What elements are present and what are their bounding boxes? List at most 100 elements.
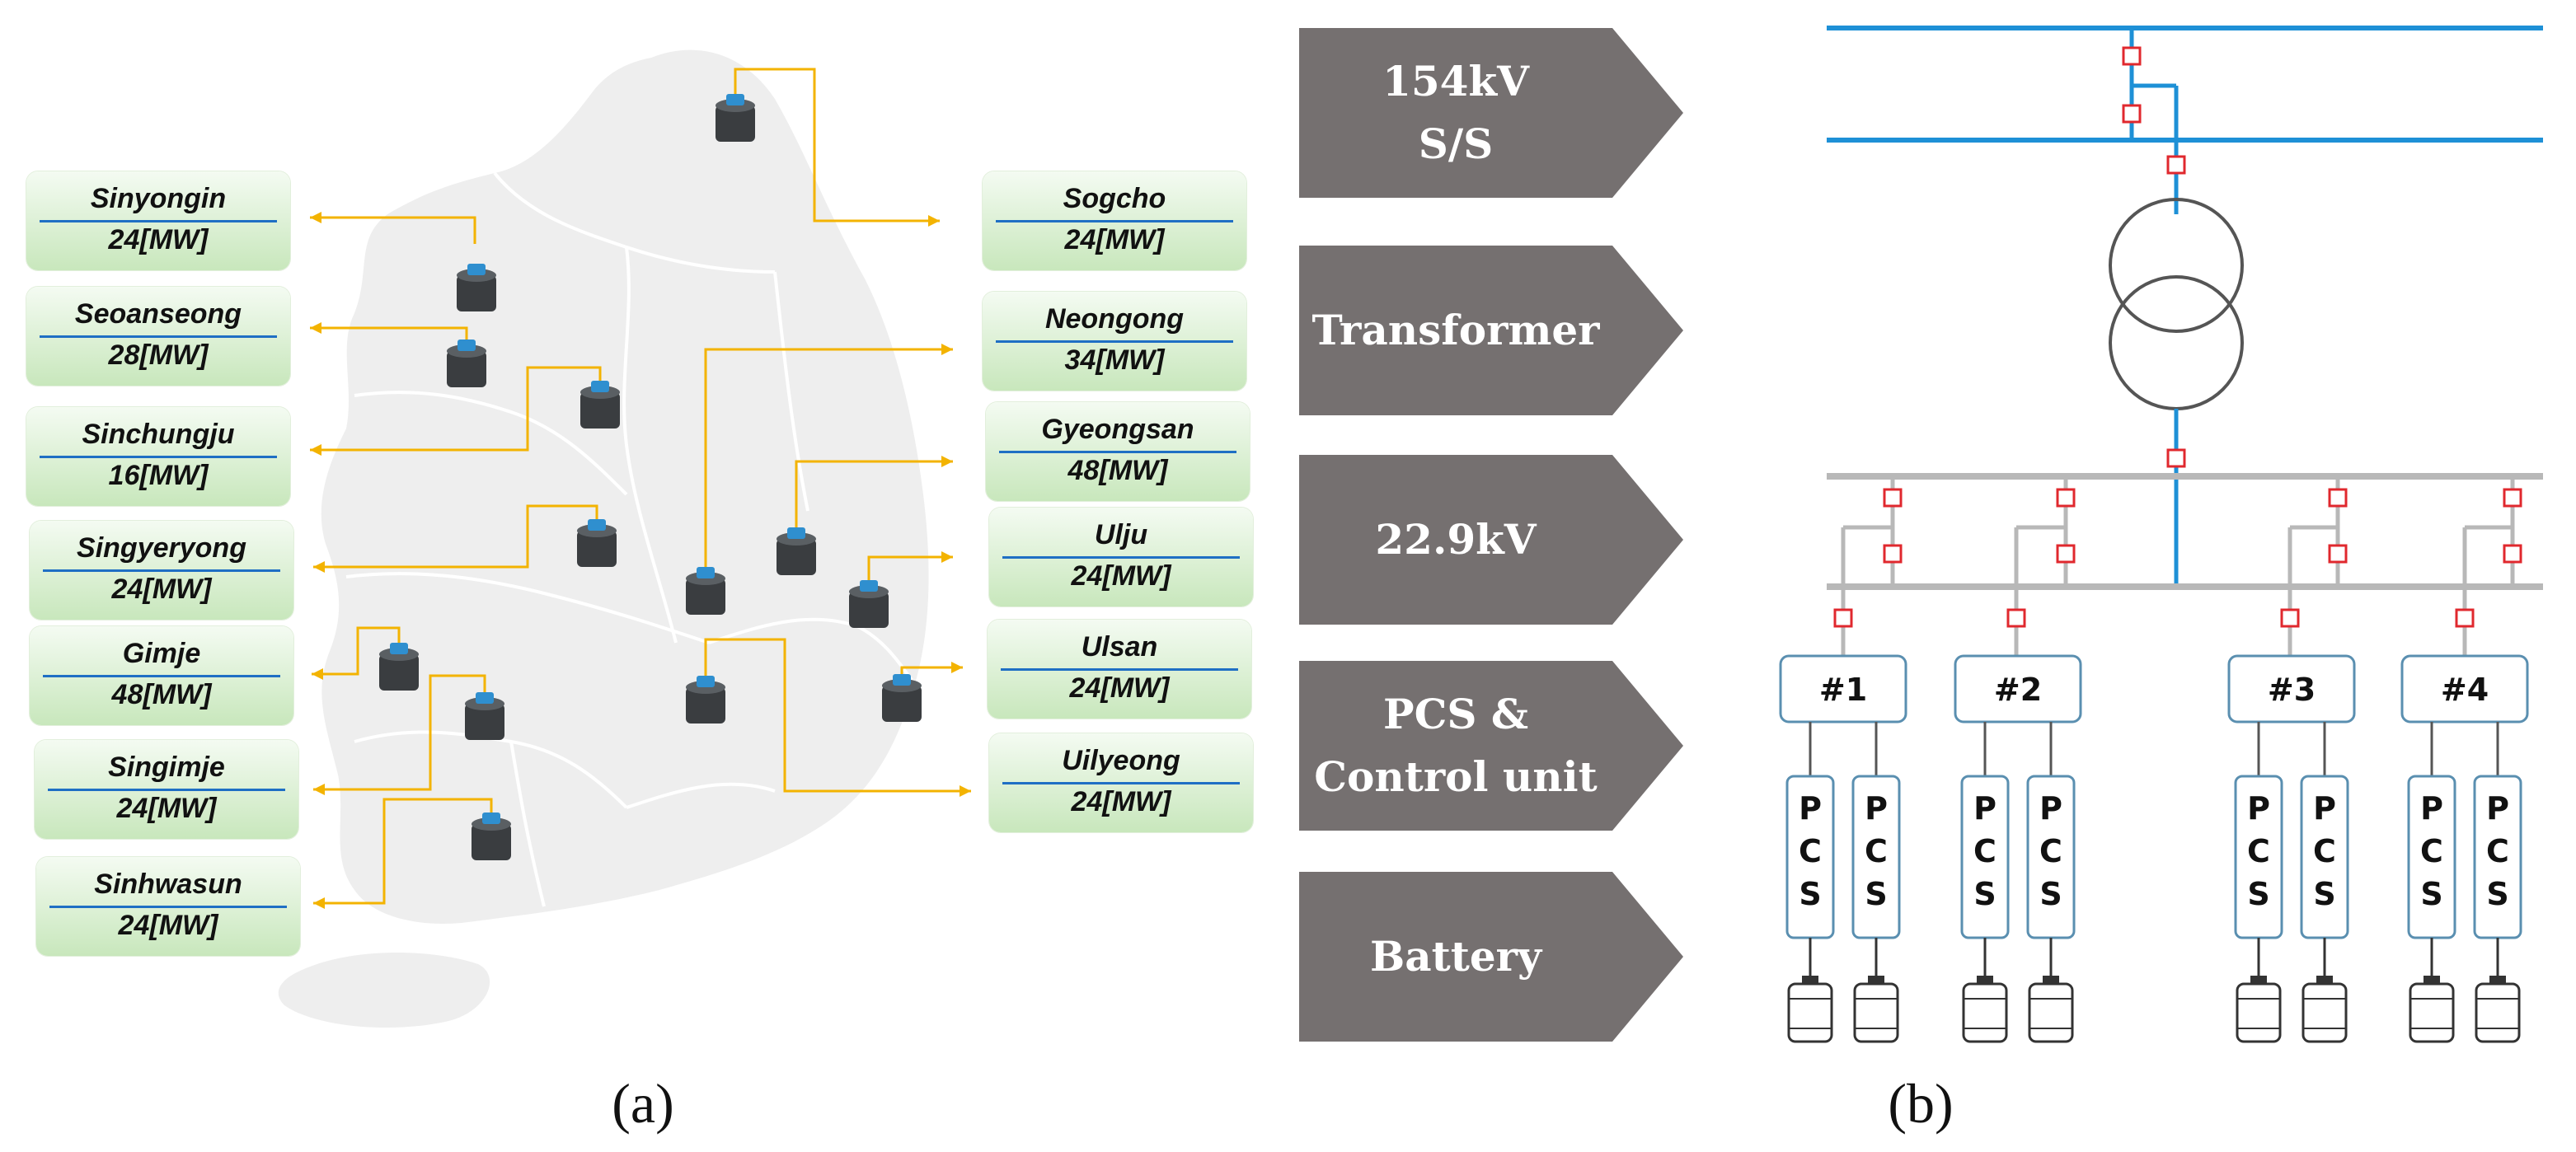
stage-arrow	[1299, 246, 1683, 415]
battery-icon	[882, 674, 922, 722]
battery-icon	[849, 580, 889, 628]
breaker-icon	[2056, 488, 2076, 508]
pcs-block: PCS	[2026, 775, 2076, 939]
pcs-letter: P	[2420, 790, 2443, 827]
battery-cell-icon	[1787, 976, 1833, 1043]
site-divider	[40, 456, 277, 458]
leader-line	[312, 626, 401, 680]
breaker-icon	[2056, 544, 2076, 564]
panel-label-a: (a)	[612, 1072, 674, 1135]
site-name: Neongong	[1044, 303, 1185, 335]
battery-icon	[379, 643, 419, 691]
pcs-block: PCS	[2473, 775, 2522, 939]
site-name: Singyeryong	[77, 532, 246, 564]
battery-icon	[777, 527, 816, 575]
battery-icon	[686, 567, 725, 615]
site-name: Ulsan	[1081, 631, 1158, 663]
unit-label: #1	[1819, 672, 1867, 708]
site-name: Sinchungju	[82, 419, 235, 450]
stage-arrow	[1299, 28, 1683, 198]
site-divider	[40, 335, 277, 338]
site-name: Uilyeong	[1062, 745, 1180, 776]
site-divider	[996, 340, 1233, 343]
leader-lines	[310, 68, 971, 909]
stage-arrow	[1299, 661, 1683, 831]
pcs-letter: S	[2247, 876, 2269, 912]
battery-cell-icon	[2236, 976, 2282, 1043]
site-capacity: 48[MW]	[1067, 455, 1168, 486]
site-box-seoanseong: Seoanseong 28[MW]	[26, 287, 290, 386]
pcs-letter: S	[1799, 876, 1821, 912]
control-unit-2: #2	[1954, 654, 2082, 724]
site-divider	[49, 906, 287, 908]
battery-cell-icon	[1962, 976, 2008, 1043]
site-name: Ulju	[1094, 519, 1148, 550]
pcs-letter: C	[1973, 833, 1997, 869]
pcs-letter: C	[1799, 833, 1822, 869]
site-divider	[40, 220, 277, 222]
site-divider	[43, 675, 280, 677]
site-box-singyeryong: Singyeryong 24[MW]	[30, 521, 293, 620]
pcs-letter: P	[1973, 790, 1997, 827]
battery-icon	[472, 812, 511, 860]
site-capacity: 24[MW]	[1064, 224, 1165, 255]
pcs-letter: P	[2313, 790, 2336, 827]
site-name: Singimje	[108, 752, 225, 783]
site-capacity: 28[MW]	[108, 340, 209, 371]
unit-label: #4	[2441, 672, 2489, 708]
stage-arrow	[1299, 872, 1683, 1042]
map-island	[278, 953, 490, 1028]
pcs-letter: S	[2486, 876, 2508, 912]
battery-cell-icon	[2475, 976, 2521, 1043]
stage-arrows	[1299, 28, 1683, 1042]
battery-cell-icon	[2302, 976, 2348, 1043]
leader-line	[313, 504, 598, 573]
pcs-letter: P	[1865, 790, 1888, 827]
site-box-neongong: Neongong 34[MW]	[983, 292, 1246, 391]
pcs-letter: P	[1799, 790, 1822, 827]
control-unit-1: #1	[1779, 654, 1907, 724]
stage-arrow	[1299, 455, 1683, 625]
unit-label: #2	[1994, 672, 2042, 708]
site-divider	[1001, 668, 1238, 671]
battery-icon	[686, 676, 725, 724]
site-capacity: 34[MW]	[1064, 344, 1165, 376]
breaker-icon	[1833, 608, 1853, 628]
breaker-icon	[2328, 544, 2348, 564]
panel-label-b: (b)	[1888, 1072, 1954, 1135]
battery-markers	[379, 94, 922, 860]
pcs-letter: S	[2420, 876, 2442, 912]
site-capacity: 24[MW]	[1069, 672, 1170, 704]
site-name: Seoanseong	[74, 298, 242, 330]
battery-icon	[465, 692, 504, 740]
province-borders	[345, 171, 917, 907]
battery-cell-icon	[2028, 976, 2074, 1043]
stage-label: 22.9kV	[1375, 515, 1537, 564]
battery-cell-icon	[1853, 976, 1899, 1043]
site-name: Gimje	[122, 638, 201, 669]
breaker-icon	[2166, 448, 2186, 468]
leader-line	[795, 456, 953, 541]
battery-cell-icon	[2409, 976, 2455, 1043]
leader-line	[704, 638, 971, 797]
breaker-icon	[1883, 488, 1903, 508]
pcs-letter: P	[2039, 790, 2062, 827]
battery-icon	[457, 264, 496, 311]
transformer-winding-1	[2109, 198, 2244, 333]
breaker-icon	[2122, 46, 2142, 66]
pcs-letter: C	[2313, 833, 2336, 869]
pcs-letter: C	[2247, 833, 2270, 869]
control-unit-4: #4	[2400, 654, 2529, 724]
pcs-block: PCS	[2407, 775, 2456, 939]
site-capacity: 24[MW]	[111, 574, 212, 605]
site-divider	[1002, 782, 1240, 784]
breaker-icon	[2166, 155, 2186, 175]
pcs-letter: P	[2247, 790, 2270, 827]
site-name: Sinhwasun	[94, 869, 242, 900]
